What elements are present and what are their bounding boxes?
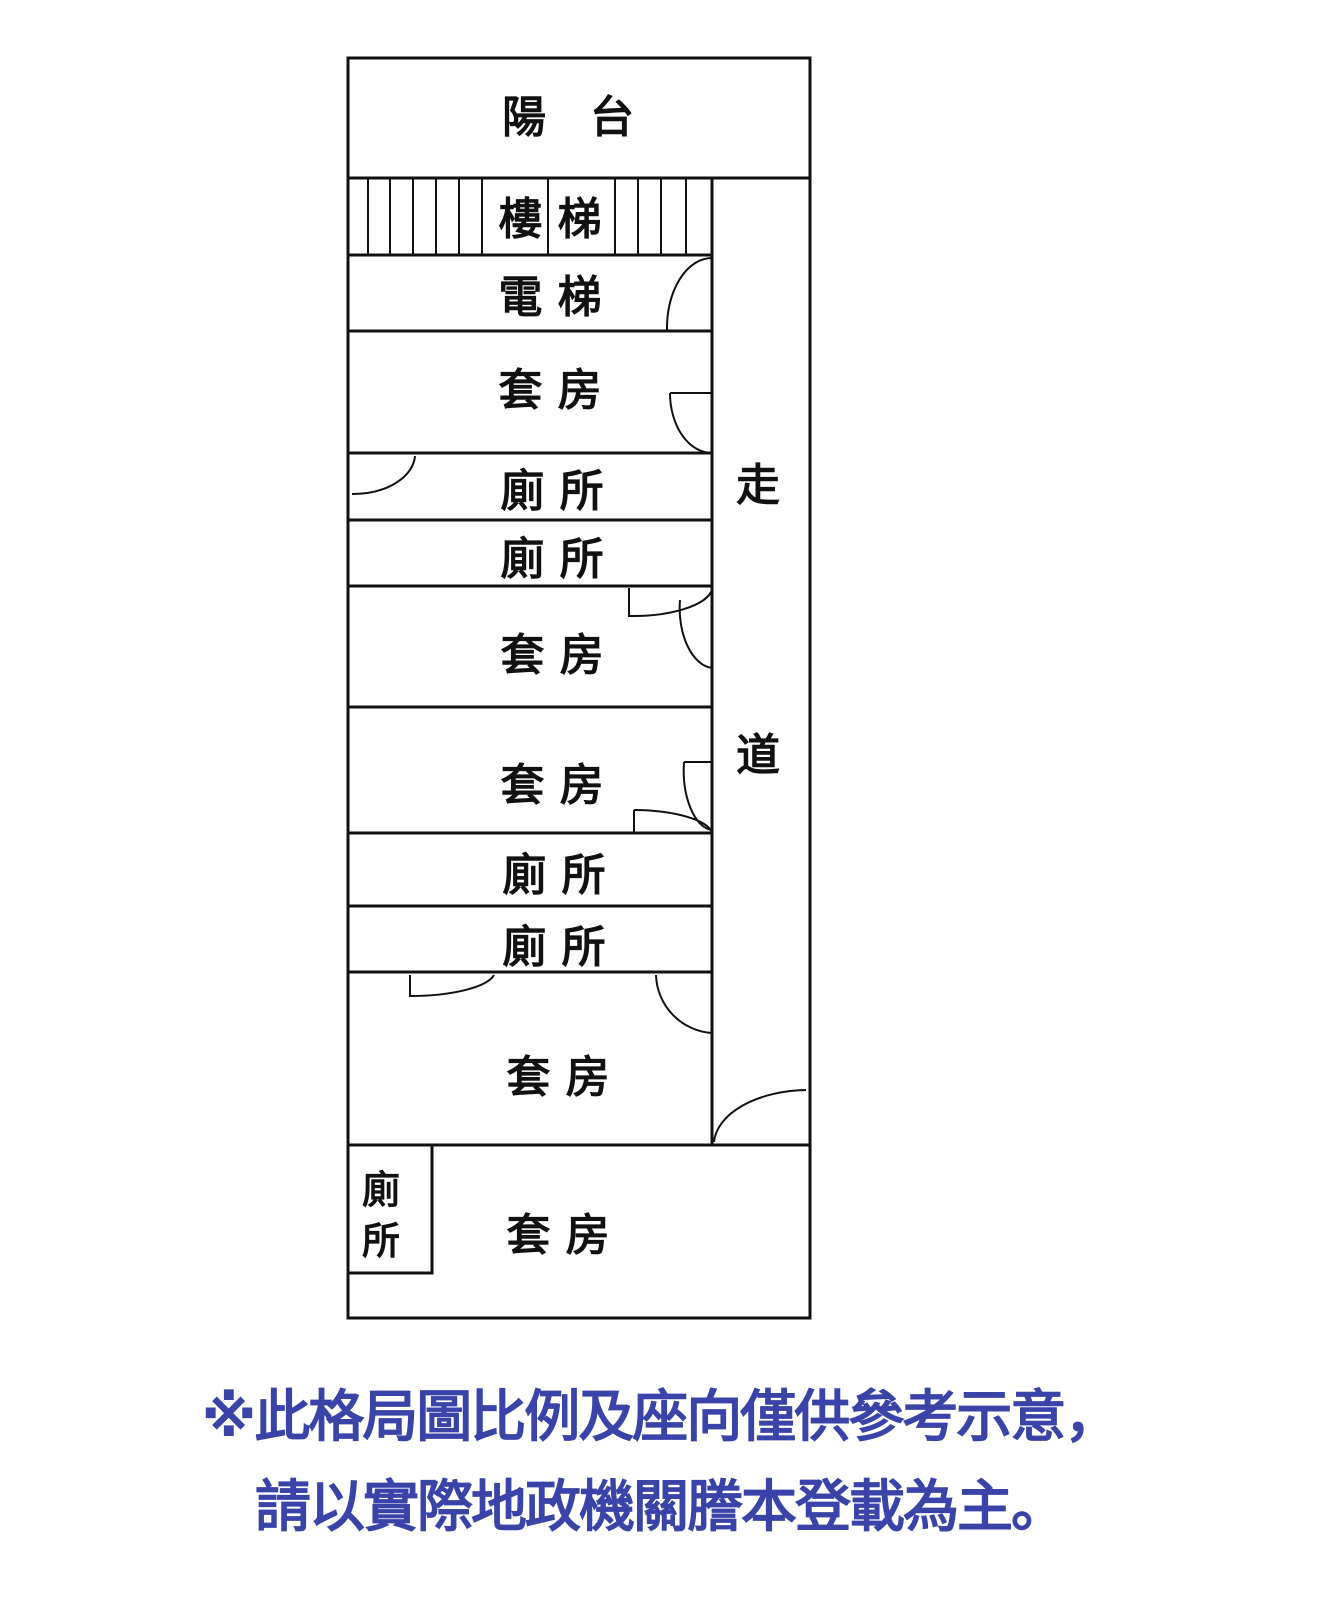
room-label: 套 房 [498, 365, 601, 416]
room-label: 套 房 [500, 630, 603, 681]
room-label: 套 房 [500, 760, 603, 811]
outer-wall [346, 56, 812, 1320]
corner-toilet-label-bottom: 所 [362, 1219, 400, 1263]
room-label: 套 房 [506, 1052, 609, 1103]
stair-treads [367, 178, 687, 255]
corner-toilet-label-top: 廁 [362, 1168, 400, 1212]
balcony-label: 陽 台 [502, 92, 634, 143]
disclaimer-line-2: 請以實際地政機關謄本登載為主。 [255, 1475, 1067, 1540]
corner-toilet-wall [346, 1143, 434, 1275]
toilet-label: 廁 所 [500, 466, 603, 517]
door-swings [351, 256, 807, 1143]
corridor-label-bottom: 道 [736, 730, 780, 781]
disclaimer-line-1: ※此格局圖比例及座向僅供參考示意， [201, 1385, 1120, 1450]
stairs-label: 樓 梯 [498, 194, 601, 245]
toilet-label: 廁 所 [500, 534, 603, 585]
room-label: 套 房 [506, 1210, 609, 1261]
toilet-label: 廁 所 [502, 922, 605, 973]
elevator-label: 電 梯 [498, 272, 601, 323]
toilet-label: 廁 所 [502, 850, 605, 901]
corridor-label-top: 走 [736, 460, 780, 511]
